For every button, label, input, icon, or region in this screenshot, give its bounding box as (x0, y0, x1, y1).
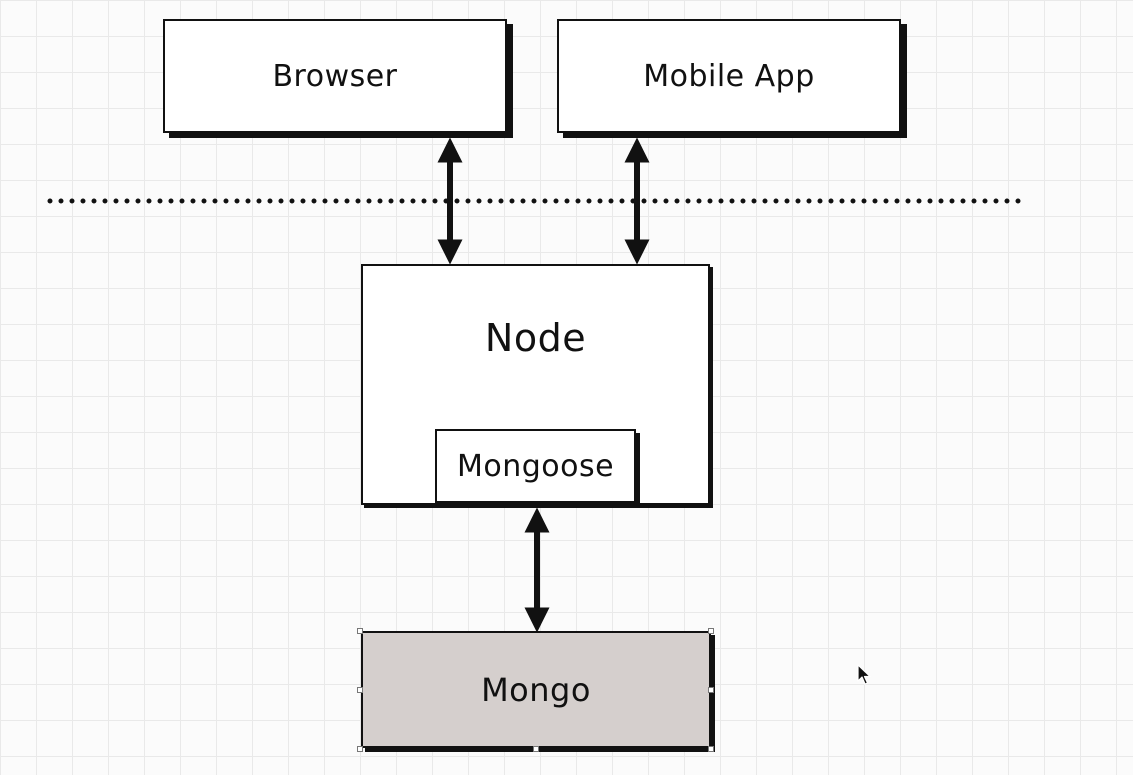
selection-handle-bottom-left[interactable] (357, 746, 363, 752)
mongo-label: Mongo (481, 670, 591, 709)
browser-node[interactable]: Browser (163, 19, 507, 133)
mongoose-label: Mongoose (456, 448, 615, 484)
selection-handle-left[interactable] (357, 687, 363, 693)
mobile-app-label: Mobile App (643, 58, 815, 94)
mongoose-node[interactable]: Mongoose (435, 429, 636, 503)
node-label: Node (484, 316, 587, 360)
selection-handle-top-right[interactable] (708, 628, 714, 634)
selection-handle-right[interactable] (708, 687, 714, 693)
selection-handle-top-left[interactable] (357, 628, 363, 634)
mobile-app-node[interactable]: Mobile App (557, 19, 901, 133)
selection-handle-bottom-right[interactable] (708, 746, 714, 752)
mouse-cursor-icon (857, 664, 871, 685)
selection-handle-bottom[interactable] (533, 746, 539, 752)
browser-label: Browser (272, 58, 398, 94)
